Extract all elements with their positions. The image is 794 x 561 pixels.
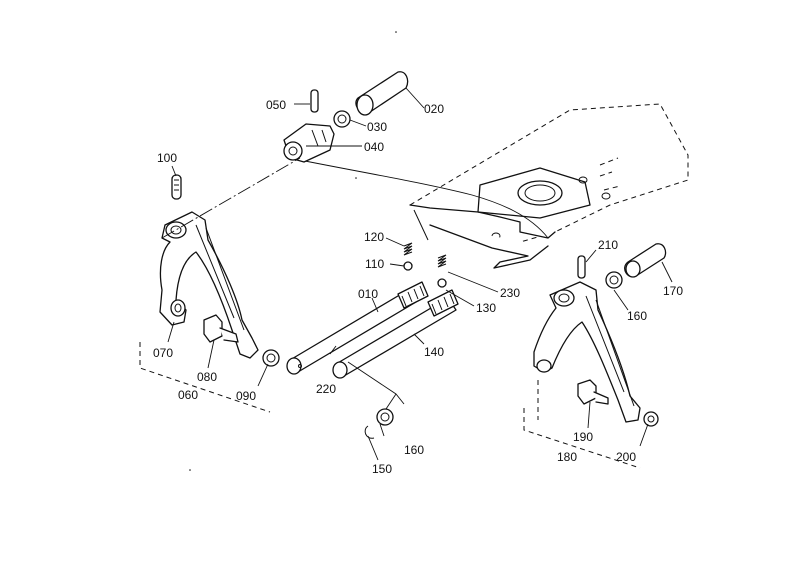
washer-160-lower <box>376 408 394 426</box>
label-120: 120 <box>364 230 384 244</box>
ball-130 <box>437 278 447 288</box>
ball-110 <box>403 261 413 271</box>
label-070: 070 <box>153 346 173 360</box>
label-100: 100 <box>157 151 177 165</box>
label-090: 090 <box>236 389 256 403</box>
clip-150 <box>364 425 375 439</box>
label-170: 170 <box>663 284 683 298</box>
pin-210 <box>577 255 586 279</box>
label-180: 180 <box>557 450 577 464</box>
spring-230 <box>437 254 447 268</box>
label-050: 050 <box>266 98 286 112</box>
shaft-010 <box>286 281 429 375</box>
washer-160-right <box>605 271 623 289</box>
label-010: 010 <box>358 287 378 301</box>
label-110: 110 <box>365 257 384 271</box>
label-130: 130 <box>476 301 496 315</box>
label-030: 030 <box>367 120 387 134</box>
label-020: 020 <box>424 102 444 116</box>
nut-090 <box>262 349 280 367</box>
label-210: 210 <box>598 238 618 252</box>
shift-fork-left <box>159 211 259 359</box>
washer-030 <box>333 110 351 128</box>
label-160-right: 160 <box>627 309 647 323</box>
label-220: 220 <box>316 382 336 396</box>
label-160-lower: 160 <box>404 443 424 457</box>
spring-120 <box>403 242 413 256</box>
shaft-140 <box>332 289 459 379</box>
label-040: 040 <box>364 140 384 154</box>
pin-100 <box>171 174 182 200</box>
label-060: 060 <box>178 388 198 402</box>
pin-050 <box>310 89 319 113</box>
label-080: 080 <box>197 370 217 384</box>
shift-fork-right <box>533 281 641 423</box>
label-190: 190 <box>573 430 593 444</box>
label-150: 150 <box>372 462 392 476</box>
label-140: 140 <box>424 345 444 359</box>
bolt-080 <box>203 314 239 343</box>
bolt-190 <box>577 379 609 405</box>
sleeve-170 <box>624 243 667 278</box>
nut-200 <box>643 411 659 427</box>
cover-plate <box>409 103 689 269</box>
block-040 <box>283 123 335 163</box>
label-200: 200 <box>616 450 636 464</box>
label-230: 230 <box>500 286 520 300</box>
sleeve-020 <box>355 71 409 116</box>
